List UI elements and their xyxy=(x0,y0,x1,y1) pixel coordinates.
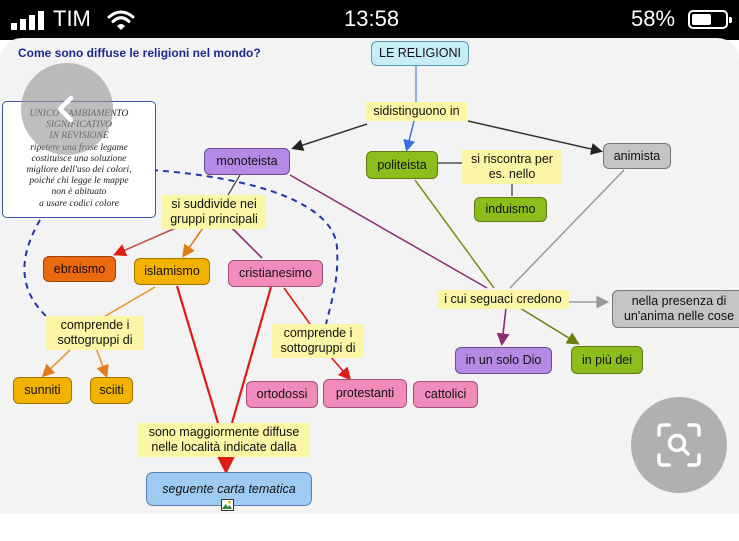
node-cristianesimo: cristianesimo xyxy=(228,260,323,287)
label-line: comprende i xyxy=(60,318,130,332)
clock: 13:58 xyxy=(344,6,400,31)
node-protestanti: protestanti xyxy=(323,379,407,408)
node-politeista: politeista xyxy=(366,151,438,179)
note-line: poiché chi legge le mappe xyxy=(29,176,129,187)
node-presenza-anima: nella presenza di un'anima nelle cose xyxy=(612,290,739,328)
label-line: sono maggiormente diffuse xyxy=(148,425,300,439)
image-attachment-icon xyxy=(221,499,234,511)
node-cattolici: cattolici xyxy=(413,381,478,408)
battery-percentage: 58% xyxy=(631,6,676,31)
signal-icon xyxy=(11,11,44,30)
node-carta-tematica: seguente carta tematica xyxy=(146,472,312,506)
wifi-icon xyxy=(107,10,135,30)
node-islamismo: islamismo xyxy=(134,258,210,285)
bottom-area xyxy=(0,514,739,541)
label-line: sottogruppi di xyxy=(280,341,356,355)
node-line: un'anima nelle cose xyxy=(623,309,735,323)
diagram-connectors xyxy=(23,66,625,475)
note-line: costituisce una soluzione xyxy=(31,153,127,164)
link-sottogruppi-cristianesimo: comprende i sottogruppi di xyxy=(272,324,364,358)
link-diffuse: sono maggiormente diffuse nelle località… xyxy=(138,423,310,457)
image-viewer-sheet: Come sono diffuse le religioni nel mondo… xyxy=(0,38,739,514)
node-ebraismo: ebraismo xyxy=(43,256,116,282)
node-sciiti: sciiti xyxy=(90,377,133,404)
node-ortodossi: ortodossi xyxy=(246,381,318,408)
node-sunniti: sunniti xyxy=(13,377,72,404)
label-line: si riscontra per xyxy=(471,152,553,166)
note-line: non è abituato xyxy=(51,187,107,198)
lens-search-icon xyxy=(657,423,701,467)
link-riscontra: si riscontra per es. nello xyxy=(462,150,562,184)
diagram-title: Come sono diffuse le religioni nel mondo… xyxy=(18,46,261,60)
label-line: si suddivide nei xyxy=(171,197,257,211)
link-sottogruppi-islamismo: comprende i sottogruppi di xyxy=(46,316,144,350)
battery-icon xyxy=(688,10,732,29)
lens-search-button[interactable] xyxy=(631,397,727,493)
back-arrow-icon xyxy=(57,95,74,123)
node-monoteista: monoteista xyxy=(204,148,290,175)
link-credono: i cui seguaci credono xyxy=(437,290,569,309)
back-button[interactable] xyxy=(21,63,113,155)
label-line: es. nello xyxy=(488,167,536,181)
note-line: migliore dell'uso dei colori, xyxy=(26,165,132,176)
link-distinguono: sidistinguono in xyxy=(366,102,467,121)
note-line: a usare codici colore xyxy=(39,198,119,209)
battery-fill xyxy=(692,14,711,25)
node-animista: animista xyxy=(603,143,671,169)
label-line: gruppi principali xyxy=(170,212,258,226)
node-solo-dio: in un solo Dio xyxy=(455,347,552,374)
status-bar: TIM 13:58 58% xyxy=(0,0,739,40)
node-piu-dei: in più dei xyxy=(571,346,643,374)
link-suddivide: si suddivide nei gruppi principali xyxy=(162,195,266,229)
node-line: nella presenza di xyxy=(631,294,727,308)
label-line: sottogruppi di xyxy=(57,333,133,347)
label-line: nelle località indicate dalla xyxy=(151,440,297,454)
carrier-name: TIM xyxy=(53,6,91,31)
node-le-religioni: LE RELIGIONI xyxy=(371,41,469,66)
node-induismo: induismo xyxy=(474,197,547,222)
label-line: comprende i xyxy=(283,326,353,340)
